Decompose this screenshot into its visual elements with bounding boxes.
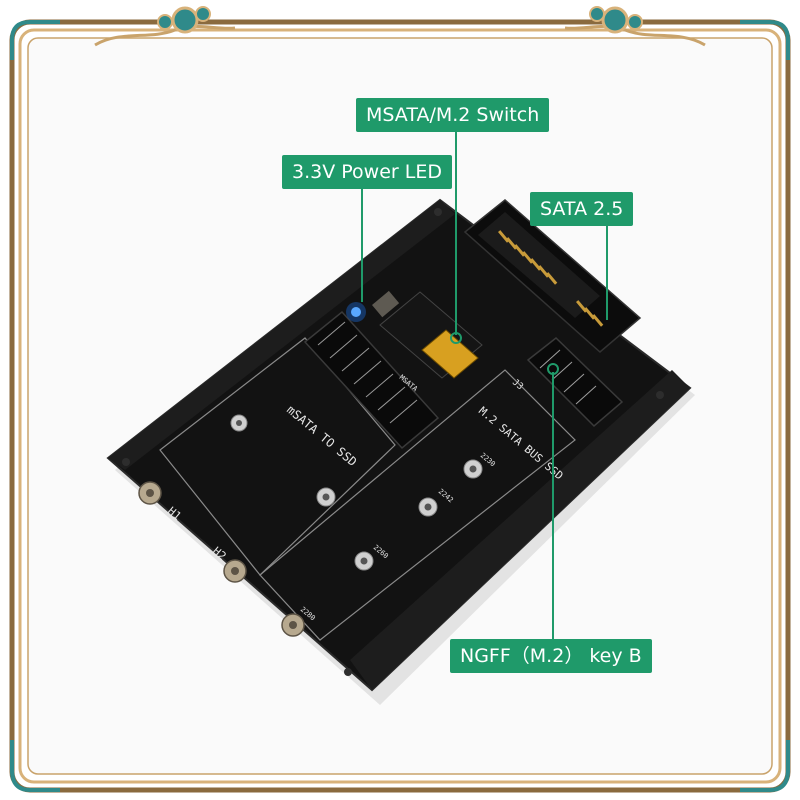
msata-bay-outline: [159, 337, 396, 576]
side-screws: [138, 481, 305, 637]
callout-power-led: 3.3V Power LED: [282, 155, 452, 189]
callout-sata-25: SATA 2.5: [530, 192, 634, 226]
msata-socket: [303, 310, 440, 450]
callout-ngff-m2-key-b: NGFF（M.2） key B: [450, 639, 652, 673]
switch-and-chip: [372, 290, 483, 379]
blue-led-icon: [346, 302, 366, 322]
sata-connector: [463, 199, 642, 353]
mode-switch: [421, 329, 479, 379]
callout-msata-m2-switch: MSATA/M.2 Switch: [356, 98, 550, 132]
m2-socket: [526, 337, 624, 428]
